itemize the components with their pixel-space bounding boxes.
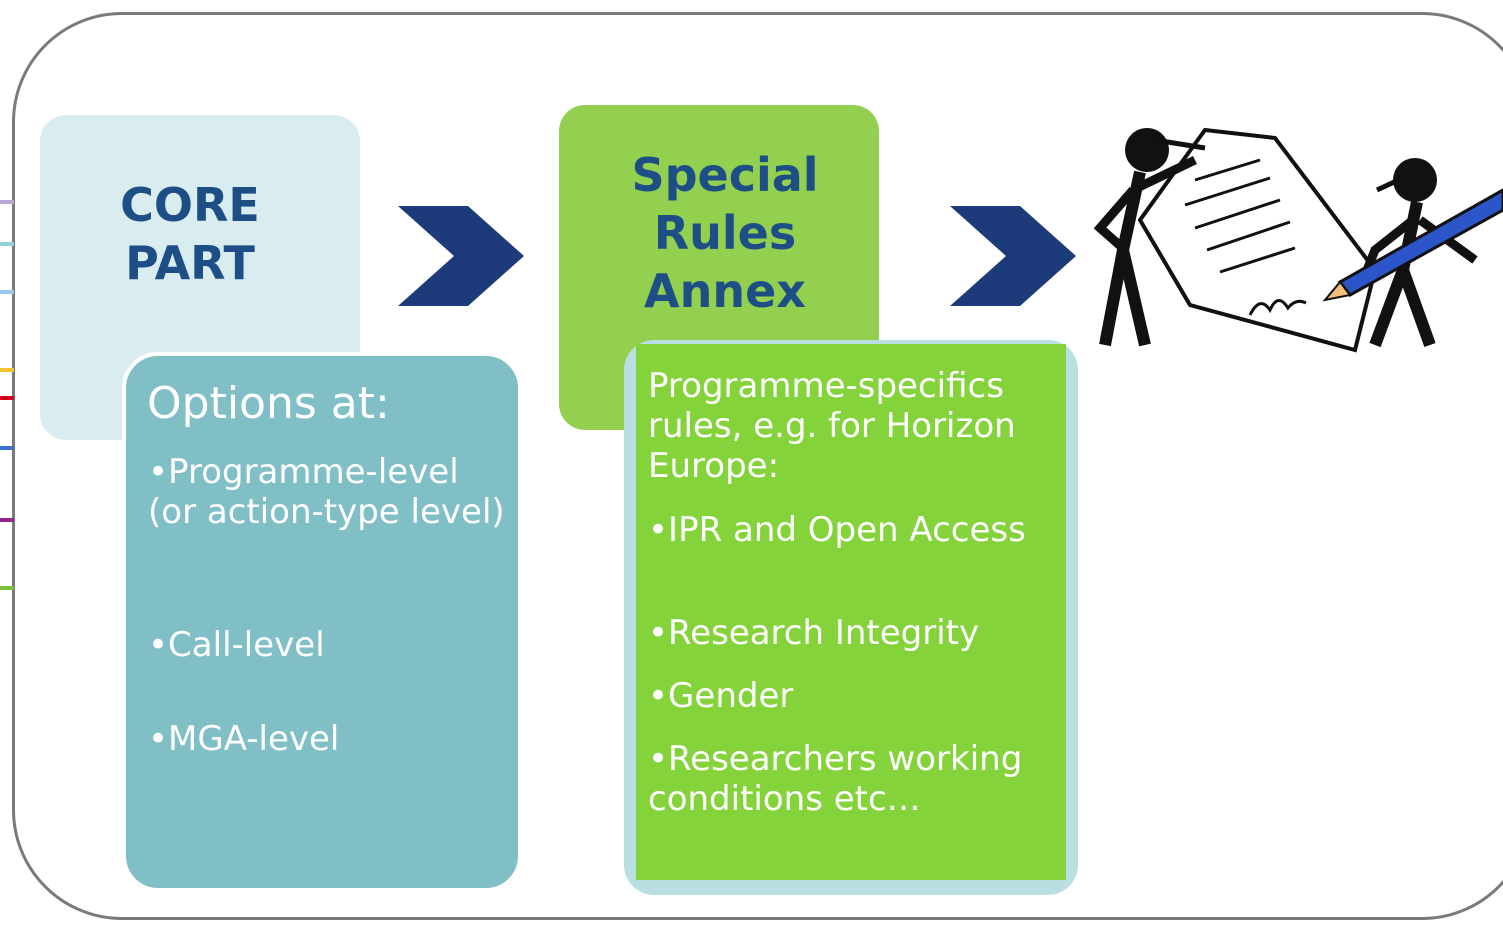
- options-heading: Options at:: [147, 378, 390, 429]
- rules-intro: Programme-specifics rules, e.g. for Hori…: [648, 366, 1016, 486]
- decorative-edge-lines: [0, 200, 14, 620]
- core-part-title: CORE PART: [40, 176, 340, 292]
- rule-item-gender: •Gender: [648, 676, 794, 716]
- option-item-mga: •MGA-level: [148, 719, 340, 759]
- options-box: [122, 352, 522, 892]
- special-title-line1: Special: [631, 148, 819, 202]
- core-title-line2: PART: [125, 236, 255, 290]
- option-item-call: •Call-level: [148, 625, 325, 665]
- contract-signing-illustration: [1093, 127, 1503, 353]
- rule-item-integrity: •Research Integrity: [648, 613, 980, 653]
- rules-box: [636, 344, 1066, 880]
- rule-item-ipr: •IPR and Open Access: [648, 510, 1026, 550]
- special-rules-title: Special Rules Annex: [565, 146, 885, 320]
- chevron-right-icon: [398, 206, 524, 306]
- special-title-line2: Rules: [653, 206, 797, 260]
- chevron-right-icon: [950, 206, 1076, 306]
- option-item-programme: •Programme-level (or action-type level): [148, 452, 505, 532]
- special-title-line3: Annex: [644, 264, 806, 318]
- core-title-line1: CORE: [120, 178, 260, 232]
- rule-item-researchers: •Researchers working conditions etc…: [648, 739, 1023, 819]
- rounded-frame: [12, 12, 1503, 920]
